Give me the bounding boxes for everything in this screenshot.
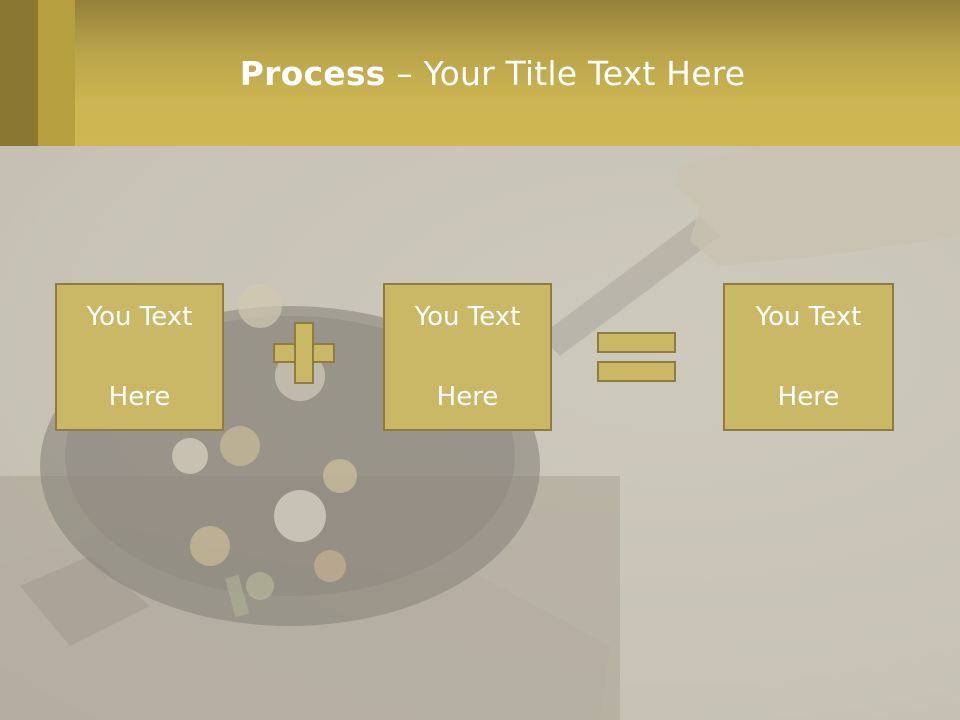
title-bar: Process – Your Title Text Here	[0, 0, 960, 146]
step-1-line-2: Here	[108, 382, 171, 412]
title-rest: – Your Title Text Here	[385, 54, 746, 93]
step-2-line-1: You Text	[414, 302, 521, 332]
result-line-1: You Text	[755, 302, 862, 332]
background-photo	[0, 146, 960, 720]
slide-title[interactable]: Process – Your Title Text Here	[0, 54, 960, 93]
step-1-line-1: You Text	[86, 302, 193, 332]
step-2-line-2: Here	[436, 382, 499, 412]
title-bold: Process	[239, 54, 386, 93]
photo-overlay	[0, 146, 960, 720]
result-line-2: Here	[777, 382, 840, 412]
accent-stripe-dark	[0, 0, 38, 146]
accent-stripe-light	[38, 0, 75, 146]
